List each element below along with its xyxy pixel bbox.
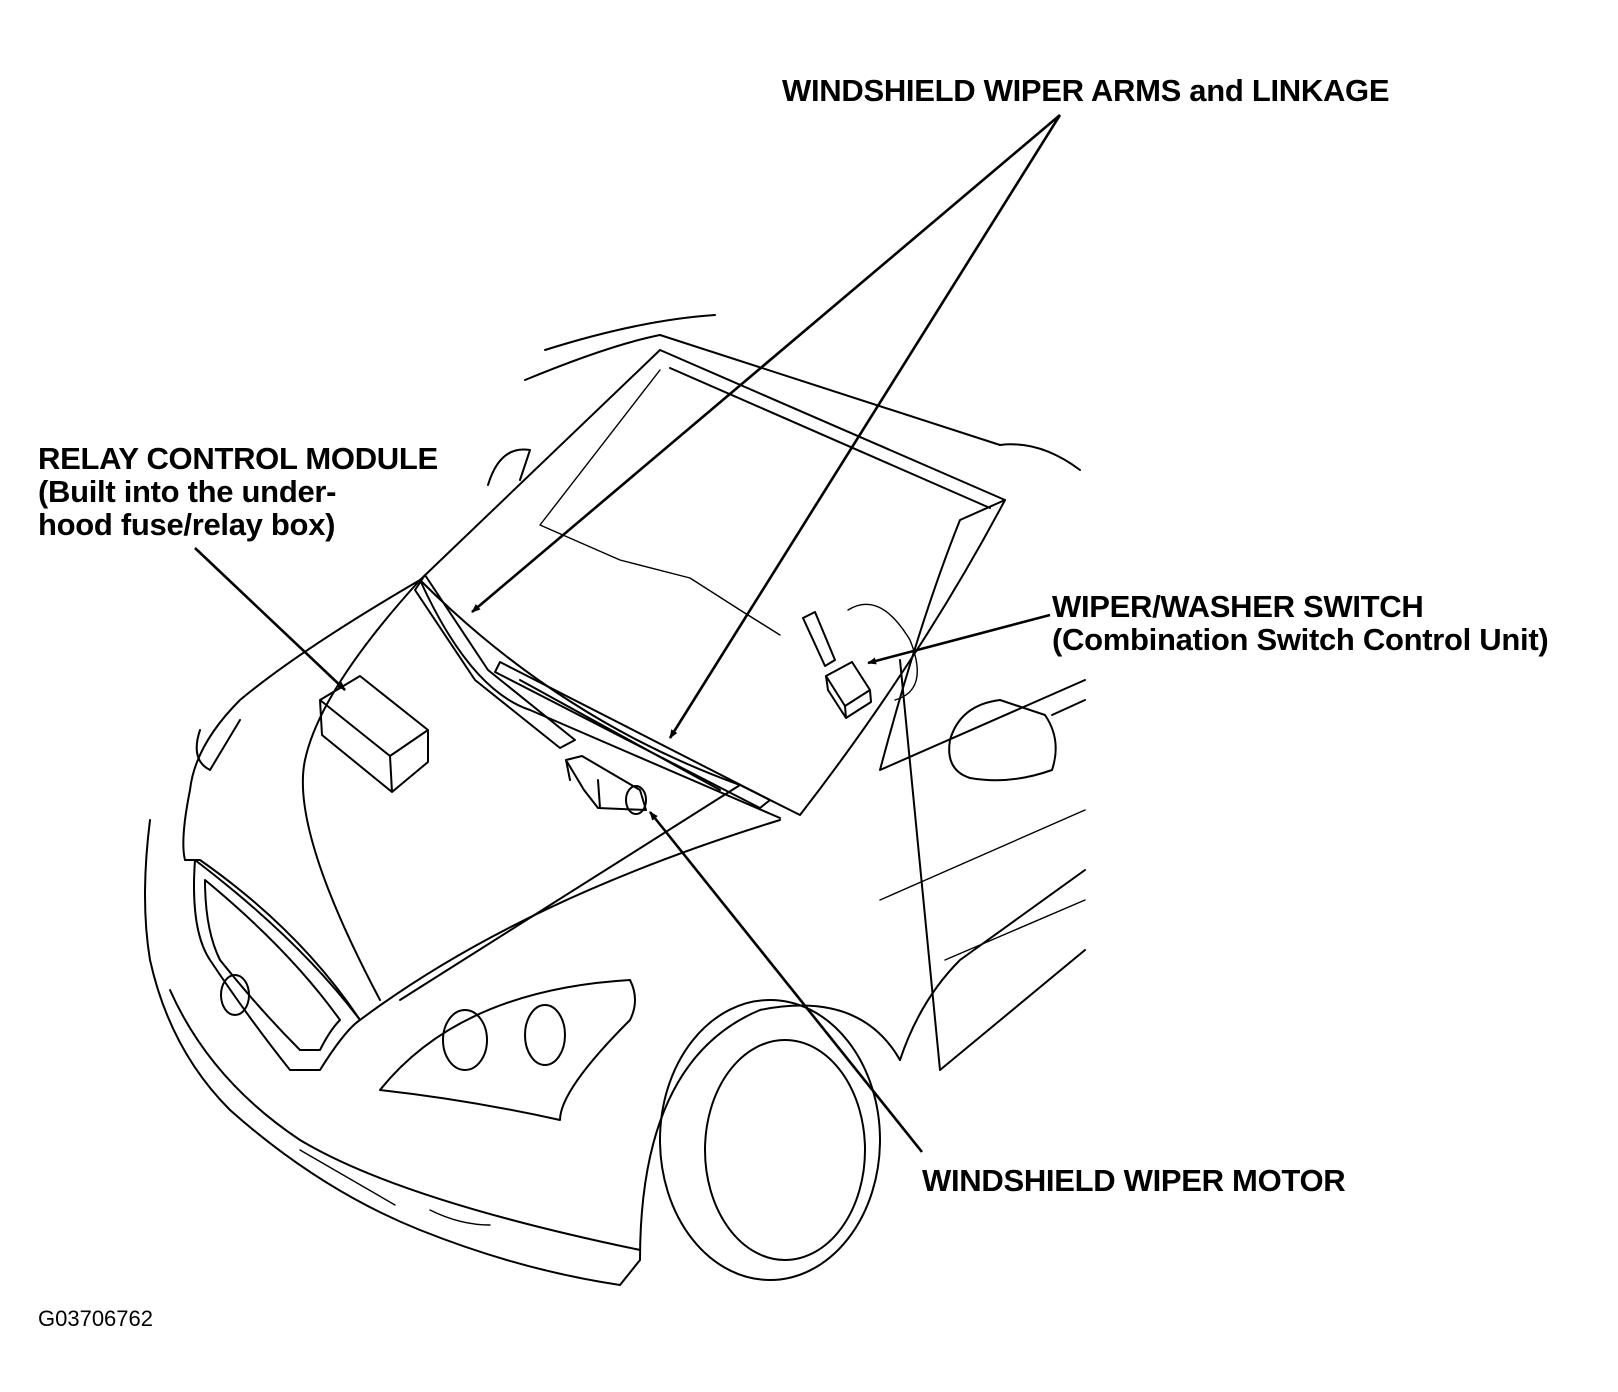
bumper-line [169, 989, 641, 1251]
roof-line-inner [524, 334, 661, 381]
label-wiper-arms-linkage: WINDSHIELD WIPER ARMS and LINKAGE [782, 73, 1390, 108]
arrow-relay-module [194, 547, 346, 691]
figure-id: G03706762 [38, 1306, 153, 1331]
grille-inner [204, 879, 341, 1051]
bumper-vent [299, 1149, 396, 1206]
fog-light [429, 1209, 491, 1226]
headlight-lamp-2 [524, 1004, 566, 1066]
label-wiper-arms-text: WINDSHIELD WIPER ARMS and LINKAGE [782, 73, 1390, 108]
side-mirror-right [948, 699, 1057, 782]
side-window-edge [879, 499, 1086, 771]
wiper-arm-right [519, 679, 721, 791]
front-bumper [144, 819, 641, 1286]
label-relay-line-2: (Built into the under- [38, 474, 337, 509]
tire-outer [659, 999, 881, 1281]
arrow-wiper-arms-left [471, 114, 1061, 613]
windshield-inner-top [669, 367, 991, 509]
tire-inner [704, 1039, 866, 1261]
wiper-switch-stalk [802, 611, 836, 667]
body-side-line [899, 869, 1086, 1061]
grille [193, 859, 361, 1071]
door-front-edge [899, 659, 1086, 1071]
roof-rear [659, 334, 1001, 446]
label-wiper-washer-switch: WIPER/WASHER SWITCH (Combination Switch … [1052, 589, 1549, 657]
door-crease [879, 809, 1086, 901]
label-switch-line-2: (Combination Switch Control Unit) [1052, 622, 1549, 657]
label-relay-line-3: hood fuse/relay box) [38, 507, 336, 542]
headlight-housing [379, 979, 636, 1121]
steering-wheel [847, 603, 918, 701]
label-relay-control-module: RELAY CONTROL MODULE (Built into the und… [38, 442, 438, 541]
side-trim [944, 899, 1086, 961]
wiper-switch-body [825, 661, 872, 719]
headlight-left-edge [195, 719, 241, 771]
a-pillar-right [999, 443, 1081, 471]
hood-crease-left [301, 579, 421, 1001]
hood-edge [399, 784, 741, 1001]
label-windshield-wiper-motor: WINDSHIELD WIPER MOTOR [922, 1163, 1346, 1198]
minivan-outline [144, 314, 1086, 1286]
label-wiper-motor-text: WINDSHIELD WIPER MOTOR [922, 1163, 1346, 1198]
mirror-left [487, 448, 531, 486]
relay-box [319, 675, 429, 793]
arrow-wiper-switch [867, 613, 1051, 665]
cowl-line [419, 579, 781, 819]
emblem [220, 974, 250, 1016]
wiper-blade-right [494, 661, 771, 809]
arrow-wiper-arms-right [668, 114, 1062, 739]
arrow-wiper-motor [648, 811, 924, 1153]
wheel-arch [639, 1004, 901, 1261]
leader-lines [194, 114, 1062, 1153]
mirror-mount [1051, 699, 1086, 716]
dash-reflection [539, 369, 781, 636]
headlight-lamp-1 [442, 1009, 488, 1071]
wiper-blade-left [414, 574, 576, 749]
roof-line-left [544, 314, 716, 351]
hood-outline [182, 579, 781, 1021]
label-switch-line-1: WIPER/WASHER SWITCH [1052, 589, 1424, 624]
label-relay-line-1: RELAY CONTROL MODULE [38, 441, 438, 476]
wiper-motor-end [625, 785, 647, 815]
wiper-motor [565, 755, 647, 811]
